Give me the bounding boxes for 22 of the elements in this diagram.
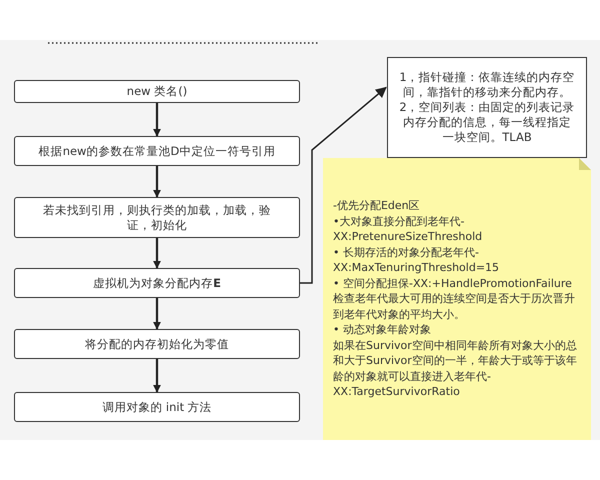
process-box: 虚拟机为对象分配内存E: [14, 268, 300, 298]
sticky-note: [323, 158, 591, 440]
process-box: 调用对象的 init 方法: [14, 392, 300, 422]
process-box: 若未找到引用，则执行类的加载，加载，验证，初始化: [14, 197, 300, 238]
note-text: 1，指针碰撞：依靠连续的内存空间，靠指针的移动来分配内存。: [398, 70, 576, 100]
arrow: [153, 166, 161, 198]
note-text: -优先分配Eden区: [333, 198, 420, 214]
note-text: • 长期存活的对象分配老年代-XX:MaxTenuringThreshold=15: [333, 244, 500, 276]
arrow: [153, 359, 161, 393]
note-text: • 动态对象年龄对象: [333, 322, 431, 338]
process-box: 根据new的参数在常量池D中定位一符号引用: [14, 136, 300, 166]
arrow: [153, 298, 161, 330]
arrow: [153, 103, 161, 137]
note-text: •大对象直接分配到老年代-XX:PretenureSizeThreshold: [333, 214, 484, 244]
arrow: [300, 86, 387, 284]
note-box: [387, 57, 587, 158]
process-box: 将分配的内存初始化为零值: [14, 329, 300, 359]
note-text: 如果在Survivor空间中相同年龄所有对象大小的总和大于Survivor空间的一半，年龄大于或等于该年龄的对象就可以直接进入老年代-XX:TargetSurvivorRatio: [333, 338, 578, 400]
process-box: new 类名(): [14, 80, 300, 103]
note-text: • 空间分配担保-XX:+HandlePromotionFailure检查老年代最大可用的连续空间是否大于历次晋升到老年代对象的平均大小。: [333, 276, 576, 322]
note-text: 2，空间列表：由固定的列表记录内存分配的信息，每一线程指定一块空间。TLAB: [398, 100, 576, 145]
arrow: [153, 238, 161, 269]
